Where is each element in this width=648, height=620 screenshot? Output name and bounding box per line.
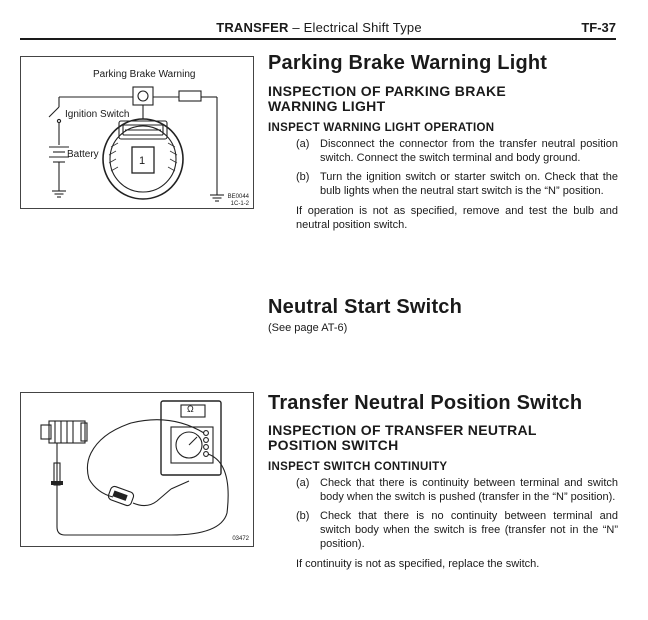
circuit-diagram bbox=[48, 86, 224, 202]
step-heading: INSPECT SWITCH CONTINUITY bbox=[268, 461, 448, 473]
item-text: Check that there is no continuity betwee… bbox=[320, 510, 618, 550]
section-title: Parking Brake Warning Light bbox=[268, 52, 548, 74]
note-text: If continuity is not as specified, repla… bbox=[296, 558, 540, 570]
item-marker: (a) bbox=[296, 477, 310, 489]
page-header: TRANSFER – Electrical Shift Type TF-37 bbox=[20, 18, 618, 38]
header-rule bbox=[20, 38, 616, 40]
page-code: TF-37 bbox=[581, 20, 616, 35]
section-title: Transfer Neutral Position Switch bbox=[268, 392, 583, 414]
note-text: If operation is not as specified, remove… bbox=[296, 205, 618, 231]
header-dash: – bbox=[292, 20, 300, 35]
label-parking-brake-warning: Parking Brake Warning bbox=[93, 69, 196, 80]
ohmmeter-diagram bbox=[40, 400, 229, 536]
figure-code-line2: 1C-1-2 bbox=[230, 201, 249, 207]
label-ignition-switch: Ignition Switch bbox=[65, 109, 130, 120]
see-page-reference: (See page AT-6) bbox=[268, 322, 348, 334]
list-item: (a) Check that there is continuity betwe… bbox=[268, 476, 618, 504]
list-item: (b) Check that there is no continuity be… bbox=[268, 509, 618, 551]
subsection-title-line1: INSPECTION OF TRANSFER NEUTRAL bbox=[268, 422, 537, 438]
subsection-title: INSPECTION OF TRANSFER NEUTRAL POSITION … bbox=[268, 423, 618, 453]
subsection-title-line1: INSPECTION OF PARKING BRAKE bbox=[268, 83, 507, 99]
section-neutral-start-switch: Neutral Start Switch (See page AT-6) bbox=[268, 296, 618, 334]
continuity-check-figure: Ω 03472 bbox=[20, 392, 254, 547]
header-title: TRANSFER – Electrical Shift Type bbox=[20, 20, 618, 35]
header-section: TRANSFER bbox=[216, 20, 289, 35]
section-parking-brake-warning-light: Parking Brake Warning Light INSPECTION O… bbox=[268, 52, 618, 232]
step-heading: INSPECT WARNING LIGHT OPERATION bbox=[268, 122, 495, 134]
item-text: Disconnect the connector from the transf… bbox=[320, 138, 618, 164]
item-marker: (b) bbox=[296, 510, 310, 522]
ohm-symbol: Ω bbox=[187, 404, 194, 414]
gauge-digit: 1 bbox=[139, 155, 146, 167]
list-item: (a) Disconnect the connector from the tr… bbox=[268, 137, 618, 165]
item-marker: (a) bbox=[296, 138, 310, 150]
figure-code-line1: BE0044 bbox=[227, 194, 249, 200]
item-text: Check that there is continuity between t… bbox=[320, 477, 618, 503]
list-item: (b) Turn the ignition switch or starter … bbox=[268, 170, 618, 198]
subsection-title-line2: POSITION SWITCH bbox=[268, 437, 399, 453]
figure-code: BE0044 1C-1-2 bbox=[228, 194, 249, 208]
label-battery: Battery bbox=[67, 149, 99, 160]
figure-code: 03472 bbox=[232, 536, 249, 542]
item-marker: (b) bbox=[296, 171, 310, 183]
parking-brake-circuit-figure: Parking Brake Warning Ignition Switch Ba… bbox=[20, 56, 254, 209]
subsection-title-line2: WARNING LIGHT bbox=[268, 98, 386, 114]
section-transfer-neutral-position-switch: Transfer Neutral Position Switch INSPECT… bbox=[268, 392, 618, 571]
header-subtitle: Electrical Shift Type bbox=[303, 20, 422, 35]
item-text: Turn the ignition switch or starter swit… bbox=[320, 171, 618, 197]
section-title: Neutral Start Switch bbox=[268, 296, 463, 318]
subsection-title: INSPECTION OF PARKING BRAKE WARNING LIGH… bbox=[268, 84, 618, 114]
